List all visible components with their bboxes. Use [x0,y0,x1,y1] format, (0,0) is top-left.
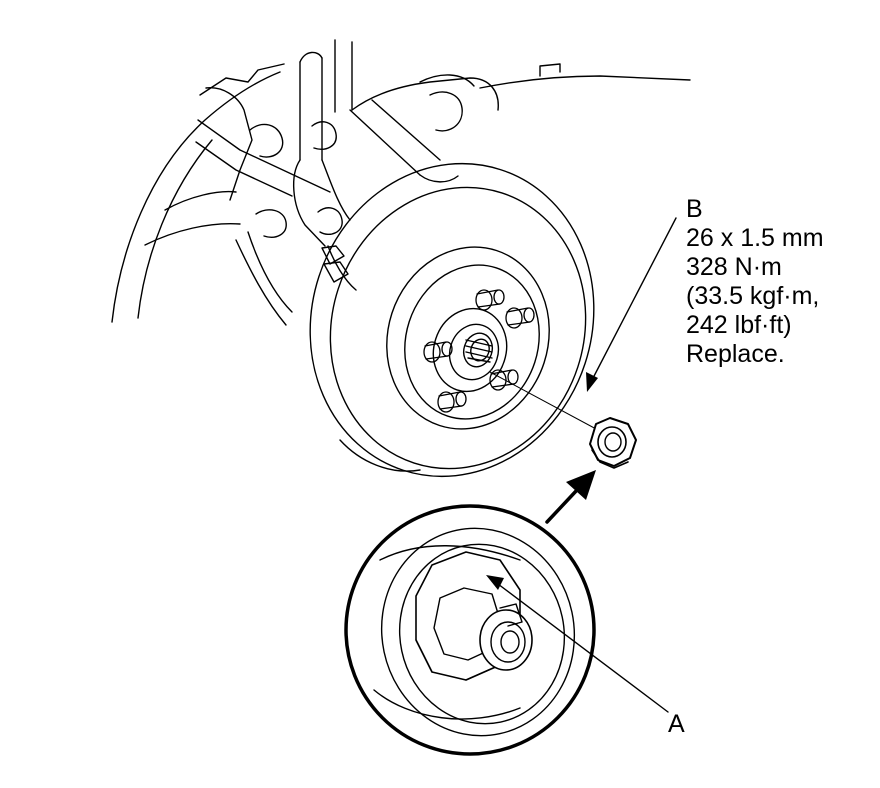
callout-b-size: 26 x 1.5 mm [686,224,824,252]
detail-view [344,504,596,756]
callout-b-torque-lbfft: 242 lbf·ft) [686,311,792,339]
callout-b-torque-kgfm: (33.5 kgf·m, [686,282,820,310]
detail-arrow [545,470,596,524]
wheel-studs [423,289,535,413]
callout-b-torque-nm: 328 N·m [686,253,782,281]
suspension-background [111,39,691,326]
brake-disc [309,162,595,478]
callout-a: A [668,710,685,739]
callout-b-instruction: Replace. [686,340,785,368]
leader-line-b [586,217,677,392]
callout-b-letter: B [686,195,703,223]
axle-centerline [489,371,599,431]
callout-a-letter: A [668,710,685,738]
spindle-nut [589,417,637,469]
callout-b: B 26 x 1.5 mm 328 N·m (33.5 kgf·m, 242 l… [686,195,824,369]
leader-line-a [486,575,669,713]
